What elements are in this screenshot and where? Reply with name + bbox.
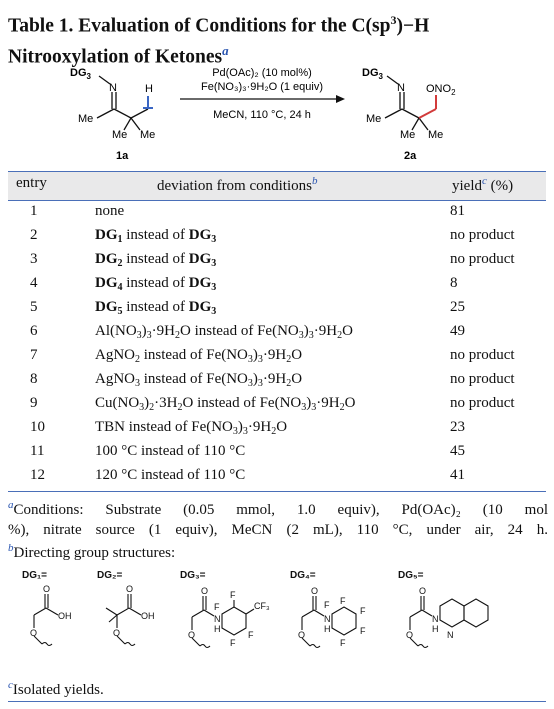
dg3-o: O — [201, 586, 208, 596]
product-n-atom: N — [397, 82, 405, 94]
footnote-a: aConditions: Substrate (0.05 mmol, 1.0 e… — [8, 499, 548, 538]
table-row: 10 TBN instead of Fe(NO3)3·9H2O 23 — [30, 419, 465, 437]
dg4-f4: F — [360, 626, 366, 636]
dg3-label: DG₃= — [180, 570, 206, 581]
dg4-f5: F — [340, 638, 346, 648]
dg5-quinoline-n: N — [447, 630, 454, 640]
header-deviation: deviation from conditionsb — [157, 175, 318, 194]
substrate-me-1: Me — [78, 113, 93, 125]
dg2-label: DG₂= — [97, 570, 122, 581]
directing-group-structures: DG₁= DG₂= DG₃= DG₄= DG₅= O OH O — [22, 570, 489, 649]
product-ono2: ONO2 — [426, 83, 456, 97]
table-row: 7 AgNO2 instead of Fe(NO3)3·9H2O no prod… — [30, 347, 515, 365]
dg1-o: O — [43, 584, 50, 594]
dg4-ether-o: O — [298, 630, 305, 640]
dg1-structure — [33, 594, 59, 647]
dg5-label: DG₅= — [398, 570, 424, 581]
dg3-structure — [191, 596, 255, 649]
dg4-label: DG₄= — [290, 570, 316, 581]
dg3-f4: F — [230, 638, 236, 648]
reagent-catalyst: Pd(OAc)₂ (10 mol%) — [212, 67, 312, 79]
dg4-structure — [301, 596, 357, 649]
substrate-label: 1a — [116, 150, 129, 162]
dg1-ether-o: O — [30, 628, 37, 638]
substrate-h-atom: H — [145, 83, 153, 95]
dg5-structure — [409, 596, 489, 649]
reaction-arrowhead — [336, 95, 345, 103]
dg3-h: H — [214, 624, 221, 634]
dg5-h: H — [432, 624, 439, 634]
reaction-conditions: MeCN, 110 °C, 24 h — [213, 109, 311, 121]
dg4-f3: F — [360, 606, 366, 616]
substrate-me-3: Me — [140, 129, 155, 141]
dg3-f1: F — [230, 590, 236, 600]
reaction-scheme: DG3 N H Me Me Me 1a Pd(OAc)₂ (10 mol%) F… — [70, 67, 456, 162]
dg3-f2: F — [214, 602, 220, 612]
header-entry: entry — [16, 175, 47, 191]
dg3-ether-o: O — [188, 630, 195, 640]
product-c-o-bond-highlight — [418, 108, 437, 119]
dg5-nh: N — [432, 614, 439, 624]
footnote-b: bDirecting group structures: — [8, 542, 176, 561]
substrate-dg-label: DG3 — [70, 67, 92, 81]
table-row: 6 Al(NO3)3·9H2O instead of Fe(NO3)3·9H2O… — [30, 323, 465, 341]
product-structure — [384, 75, 429, 131]
header-yield: yieldc (%) — [452, 175, 514, 194]
dg5-ether-o: O — [406, 630, 413, 640]
substrate-n-atom: N — [109, 82, 117, 94]
dg1-label: DG₁= — [22, 570, 47, 581]
substrate-me-2: Me — [112, 129, 127, 141]
dg2-o: O — [126, 584, 133, 594]
table-bottom-rule — [8, 491, 546, 492]
dg3-cf3: CF₃ — [254, 601, 270, 611]
title-line-1: Table 1. Evaluation of Conditions for th… — [8, 13, 430, 37]
dg3-nh: N — [214, 614, 221, 624]
title-line-2: Nitrooxylation of Ketonesa — [8, 42, 229, 68]
table-row: 11 100 °C instead of 110 °C 45 — [30, 443, 465, 459]
title-footnote-mark: a — [222, 42, 229, 58]
dg1-oh: OH — [58, 611, 72, 621]
dg2-ether-o: O — [113, 628, 120, 638]
product-me-2: Me — [400, 129, 415, 141]
table-row: 5 DG5 instead of DG3 25 — [30, 299, 465, 317]
table-header-band — [8, 171, 546, 201]
table-title: Table 1. Evaluation of Conditions for th… — [8, 8, 548, 69]
dg4-nh: N — [324, 614, 331, 624]
table-row: 9 Cu(NO3)2·3H2O instead of Fe(NO3)3·9H2O… — [30, 395, 515, 413]
table-row: 1 none 81 — [30, 203, 465, 219]
product-label: 2a — [404, 150, 417, 162]
dg2-oh: OH — [141, 611, 155, 621]
substrate-structure — [96, 75, 149, 131]
table-row: 12 120 °C instead of 110 °C 41 — [30, 467, 465, 483]
dg4-h: H — [324, 624, 331, 634]
table-row: 8 AgNO3 instead of Fe(NO3)3·9H2O no prod… — [30, 371, 515, 389]
table-row: 2 DG1 instead of DG3 no product — [30, 227, 515, 245]
dg4-o: O — [311, 586, 318, 596]
table-row: 4 DG4 instead of DG3 8 — [30, 275, 458, 293]
dg4-f2: F — [324, 600, 330, 610]
table-row: 3 DG2 instead of DG3 no product — [30, 251, 515, 269]
dg4-f1: F — [340, 596, 346, 606]
product-dg-label: DG3 — [362, 67, 384, 81]
table-end-rule — [8, 701, 546, 702]
dg5-o: O — [419, 586, 426, 596]
reagent-oxidant: Fe(NO₃)₃·9H₂O (1 equiv) — [201, 81, 323, 93]
product-me-3: Me — [428, 129, 443, 141]
dg3-f3: F — [248, 630, 254, 640]
dg2-structure — [105, 594, 142, 647]
product-me-1: Me — [366, 113, 381, 125]
footnote-c: cIsolated yields. — [8, 679, 104, 698]
